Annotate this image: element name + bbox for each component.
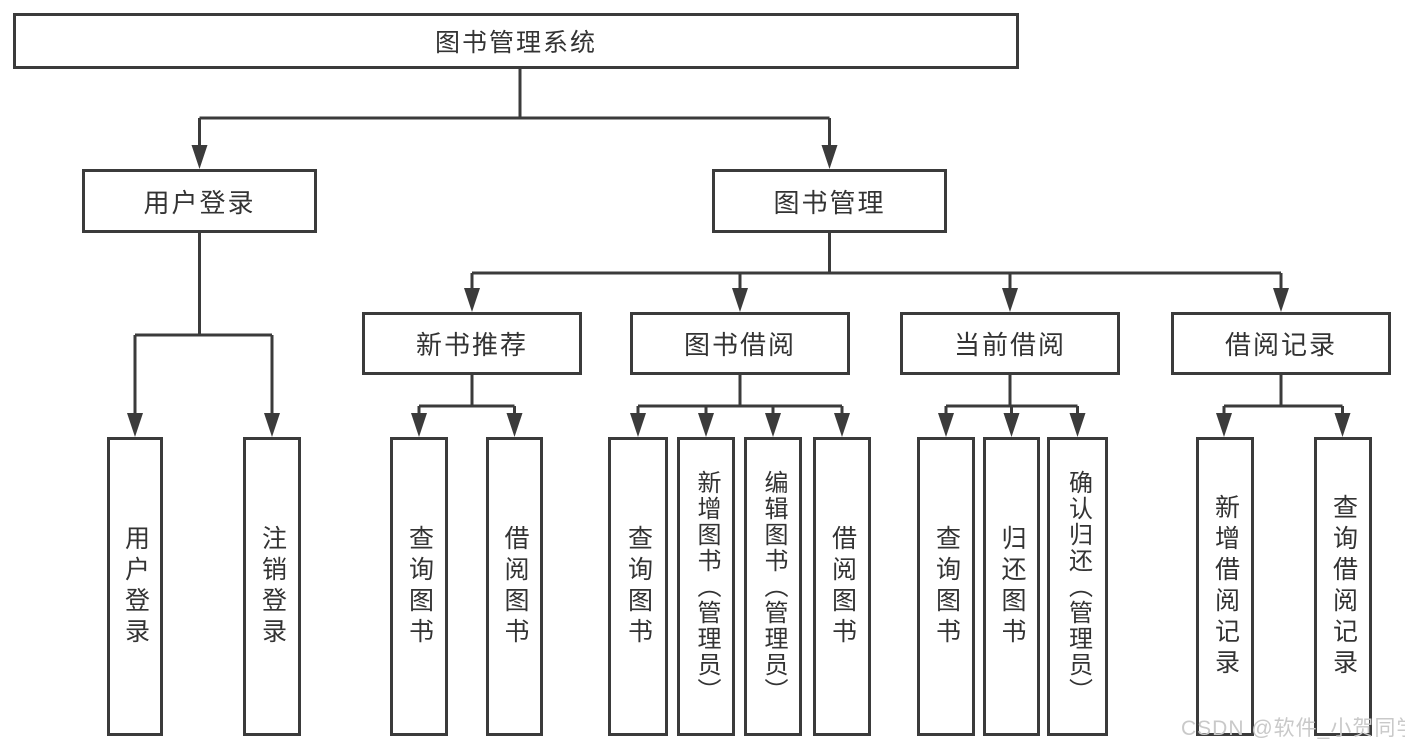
node-cb-query-book: 查询图书 xyxy=(917,437,975,736)
node-cb-return-book-label: 归还图书 xyxy=(998,524,1026,649)
node-bb-edit-book-label: 编辑图书（管理员） xyxy=(760,469,787,704)
node-nb-query-book-label: 查询图书 xyxy=(405,524,434,649)
node-user-login-label: 用户登录 xyxy=(143,187,256,218)
node-root: 图书管理系统 xyxy=(13,13,1019,69)
node-bb-borrow-book: 借阅图书 xyxy=(813,437,871,736)
node-root-label: 图书管理系统 xyxy=(434,29,597,57)
node-login-label: 用户登录 xyxy=(121,524,150,649)
node-book-borrow: 图书借阅 xyxy=(630,312,850,375)
node-br-add-record: 新增借阅记录 xyxy=(1196,437,1254,736)
node-user-login: 用户登录 xyxy=(82,169,317,233)
node-book-management: 图书管理 xyxy=(712,169,947,233)
node-cb-query-book-label: 查询图书 xyxy=(932,524,961,649)
node-nb-borrow-book: 借阅图书 xyxy=(486,437,543,736)
node-bb-query-book: 查询图书 xyxy=(608,437,668,736)
node-cb-return-book: 归还图书 xyxy=(983,437,1040,736)
node-borrow-records: 借阅记录 xyxy=(1171,312,1391,375)
node-br-query-record: 查询借阅记录 xyxy=(1314,437,1372,736)
node-nb-borrow-book-label: 借阅图书 xyxy=(501,524,529,649)
node-borrow-records-label: 借阅记录 xyxy=(1224,330,1337,360)
node-book-management-label: 图书管理 xyxy=(773,187,886,218)
node-bb-query-book-label: 查询图书 xyxy=(624,524,653,649)
node-current-borrow-label: 当前借阅 xyxy=(953,330,1066,360)
node-new-book-recommend: 新书推荐 xyxy=(362,312,582,375)
node-br-query-record-label: 查询借阅记录 xyxy=(1329,493,1358,680)
arrowheads xyxy=(127,145,1351,437)
node-cb-confirm-return: 确认归还（管理员） xyxy=(1047,437,1108,736)
node-logout: 注销登录 xyxy=(243,437,301,736)
node-new-book-recommend-label: 新书推荐 xyxy=(415,330,528,360)
node-current-borrow: 当前借阅 xyxy=(900,312,1120,375)
node-bb-edit-book: 编辑图书（管理员） xyxy=(744,437,802,736)
csdn-watermark: CSDN @软件_小贺同学 xyxy=(1181,717,1405,740)
node-logout-label: 注销登录 xyxy=(258,524,287,649)
node-cb-confirm-return-label: 确认归还（管理员） xyxy=(1064,469,1092,704)
node-bb-add-book: 新增图书（管理员） xyxy=(677,437,735,736)
node-bb-add-book-label: 新增图书（管理员） xyxy=(693,469,720,704)
node-nb-query-book: 查询图书 xyxy=(390,437,448,736)
node-login: 用户登录 xyxy=(107,437,163,736)
node-bb-borrow-book-label: 借阅图书 xyxy=(828,524,857,649)
node-book-borrow-label: 图书借阅 xyxy=(683,330,796,360)
node-br-add-record-label: 新增借阅记录 xyxy=(1211,493,1240,680)
